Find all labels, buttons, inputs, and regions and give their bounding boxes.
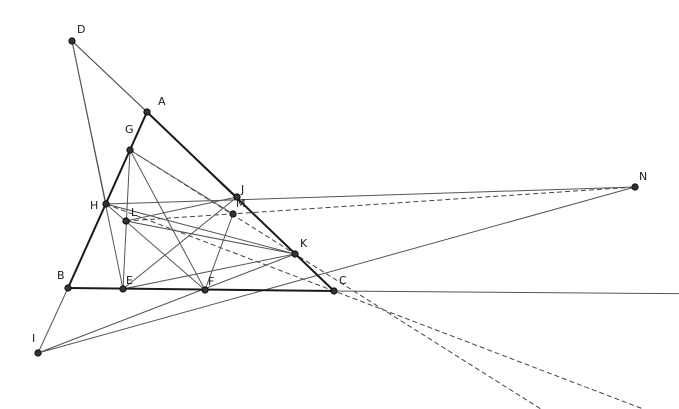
point-label-e: E bbox=[126, 274, 133, 287]
point-label-i: I bbox=[32, 332, 35, 345]
point-label-c: C bbox=[339, 274, 347, 287]
point-label-m: M bbox=[236, 197, 246, 210]
line-layer bbox=[37, 40, 679, 409]
point-h bbox=[102, 200, 110, 208]
segment-in bbox=[37, 186, 636, 354]
segment-hf bbox=[105, 203, 206, 291]
point-label-j: J bbox=[240, 183, 244, 196]
ray-cc bbox=[333, 290, 679, 295]
point-c bbox=[330, 287, 338, 295]
segment-ik bbox=[37, 253, 296, 354]
point-d bbox=[68, 37, 76, 45]
segment-ac bbox=[146, 111, 335, 292]
point-g bbox=[126, 146, 134, 154]
point-label-a: A bbox=[158, 95, 166, 108]
point-j bbox=[233, 193, 241, 201]
point-n bbox=[631, 183, 639, 191]
point-label-n: N bbox=[639, 170, 647, 183]
segment-gf bbox=[129, 149, 206, 291]
point-i bbox=[34, 349, 42, 357]
ray-gk bbox=[129, 149, 542, 409]
label-layer: A B C D E F G H I J K L M N bbox=[32, 23, 647, 345]
point-label-h: H bbox=[90, 199, 98, 212]
segment-gm bbox=[129, 149, 234, 215]
point-e bbox=[119, 285, 127, 293]
point-label-k: K bbox=[300, 237, 308, 250]
point-l bbox=[122, 217, 130, 225]
segment-mf bbox=[204, 213, 234, 291]
point-layer bbox=[34, 37, 639, 357]
segment-bc bbox=[67, 287, 335, 292]
segment-ke bbox=[122, 253, 296, 290]
point-label-l: L bbox=[131, 206, 138, 219]
segment-da bbox=[71, 40, 148, 113]
point-label-b: B bbox=[57, 269, 65, 282]
segment-dh bbox=[71, 40, 107, 205]
point-f bbox=[201, 286, 209, 294]
point-k bbox=[291, 250, 299, 258]
point-m bbox=[229, 210, 237, 218]
segment-ab bbox=[67, 111, 148, 289]
segment-kl bbox=[125, 220, 296, 255]
segment-hn bbox=[105, 186, 636, 205]
point-a bbox=[143, 108, 151, 116]
point-label-d: D bbox=[77, 23, 85, 36]
point-b bbox=[64, 284, 72, 292]
segment-jl bbox=[125, 196, 238, 222]
point-label-g: G bbox=[125, 123, 134, 136]
segment-hk bbox=[105, 203, 296, 255]
point-label-f: F bbox=[208, 275, 214, 288]
segment-ib bbox=[37, 287, 69, 354]
segment-ln bbox=[125, 186, 636, 222]
